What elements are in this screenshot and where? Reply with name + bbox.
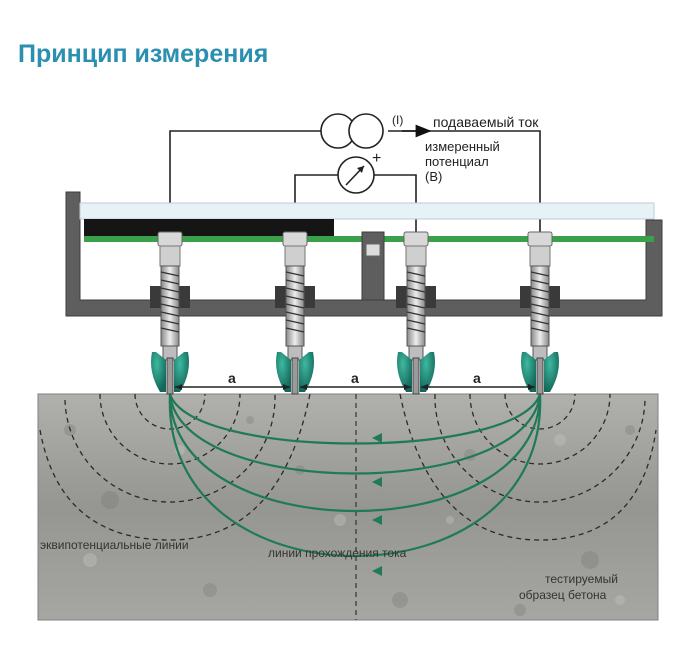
- spacing-label-3: a: [473, 370, 481, 386]
- probe-2: [275, 231, 315, 395]
- current-flow-lines-label: линии прохождения тока: [268, 546, 407, 560]
- probe-4: [520, 231, 560, 395]
- current-flow-lines: [168, 393, 542, 557]
- spacing-label-1: a: [228, 370, 236, 386]
- probe-3: [396, 231, 436, 395]
- current-flow-arrows: [372, 433, 382, 576]
- probe-housing: [65, 191, 663, 317]
- voltmeter-icon: [337, 156, 375, 194]
- spacing-arrows: [175, 384, 535, 390]
- spacing-label-2: a: [351, 370, 359, 386]
- probe-1: [150, 231, 190, 395]
- equipotential-lines-label: эквипотенциальные линии: [40, 538, 189, 552]
- plus-sign: +: [372, 150, 381, 167]
- measured-potential-label-3: (В): [425, 169, 442, 184]
- equipotential-lines: [39, 393, 657, 541]
- concrete-sample-label-2: образец бетона: [519, 588, 607, 602]
- measured-potential-label-1: измеренный: [425, 139, 500, 154]
- supplied-current-label: подаваемый ток: [433, 114, 539, 130]
- probes: [150, 231, 560, 395]
- measured-potential-label-2: потенциал: [425, 154, 489, 169]
- page-title: Принцип измерения: [18, 40, 269, 68]
- concrete-sample-label-1: тестируемый: [545, 572, 618, 586]
- concrete-sample: [37, 393, 659, 621]
- current-source-icon: [320, 113, 384, 149]
- current-symbol-label: (I): [392, 113, 403, 127]
